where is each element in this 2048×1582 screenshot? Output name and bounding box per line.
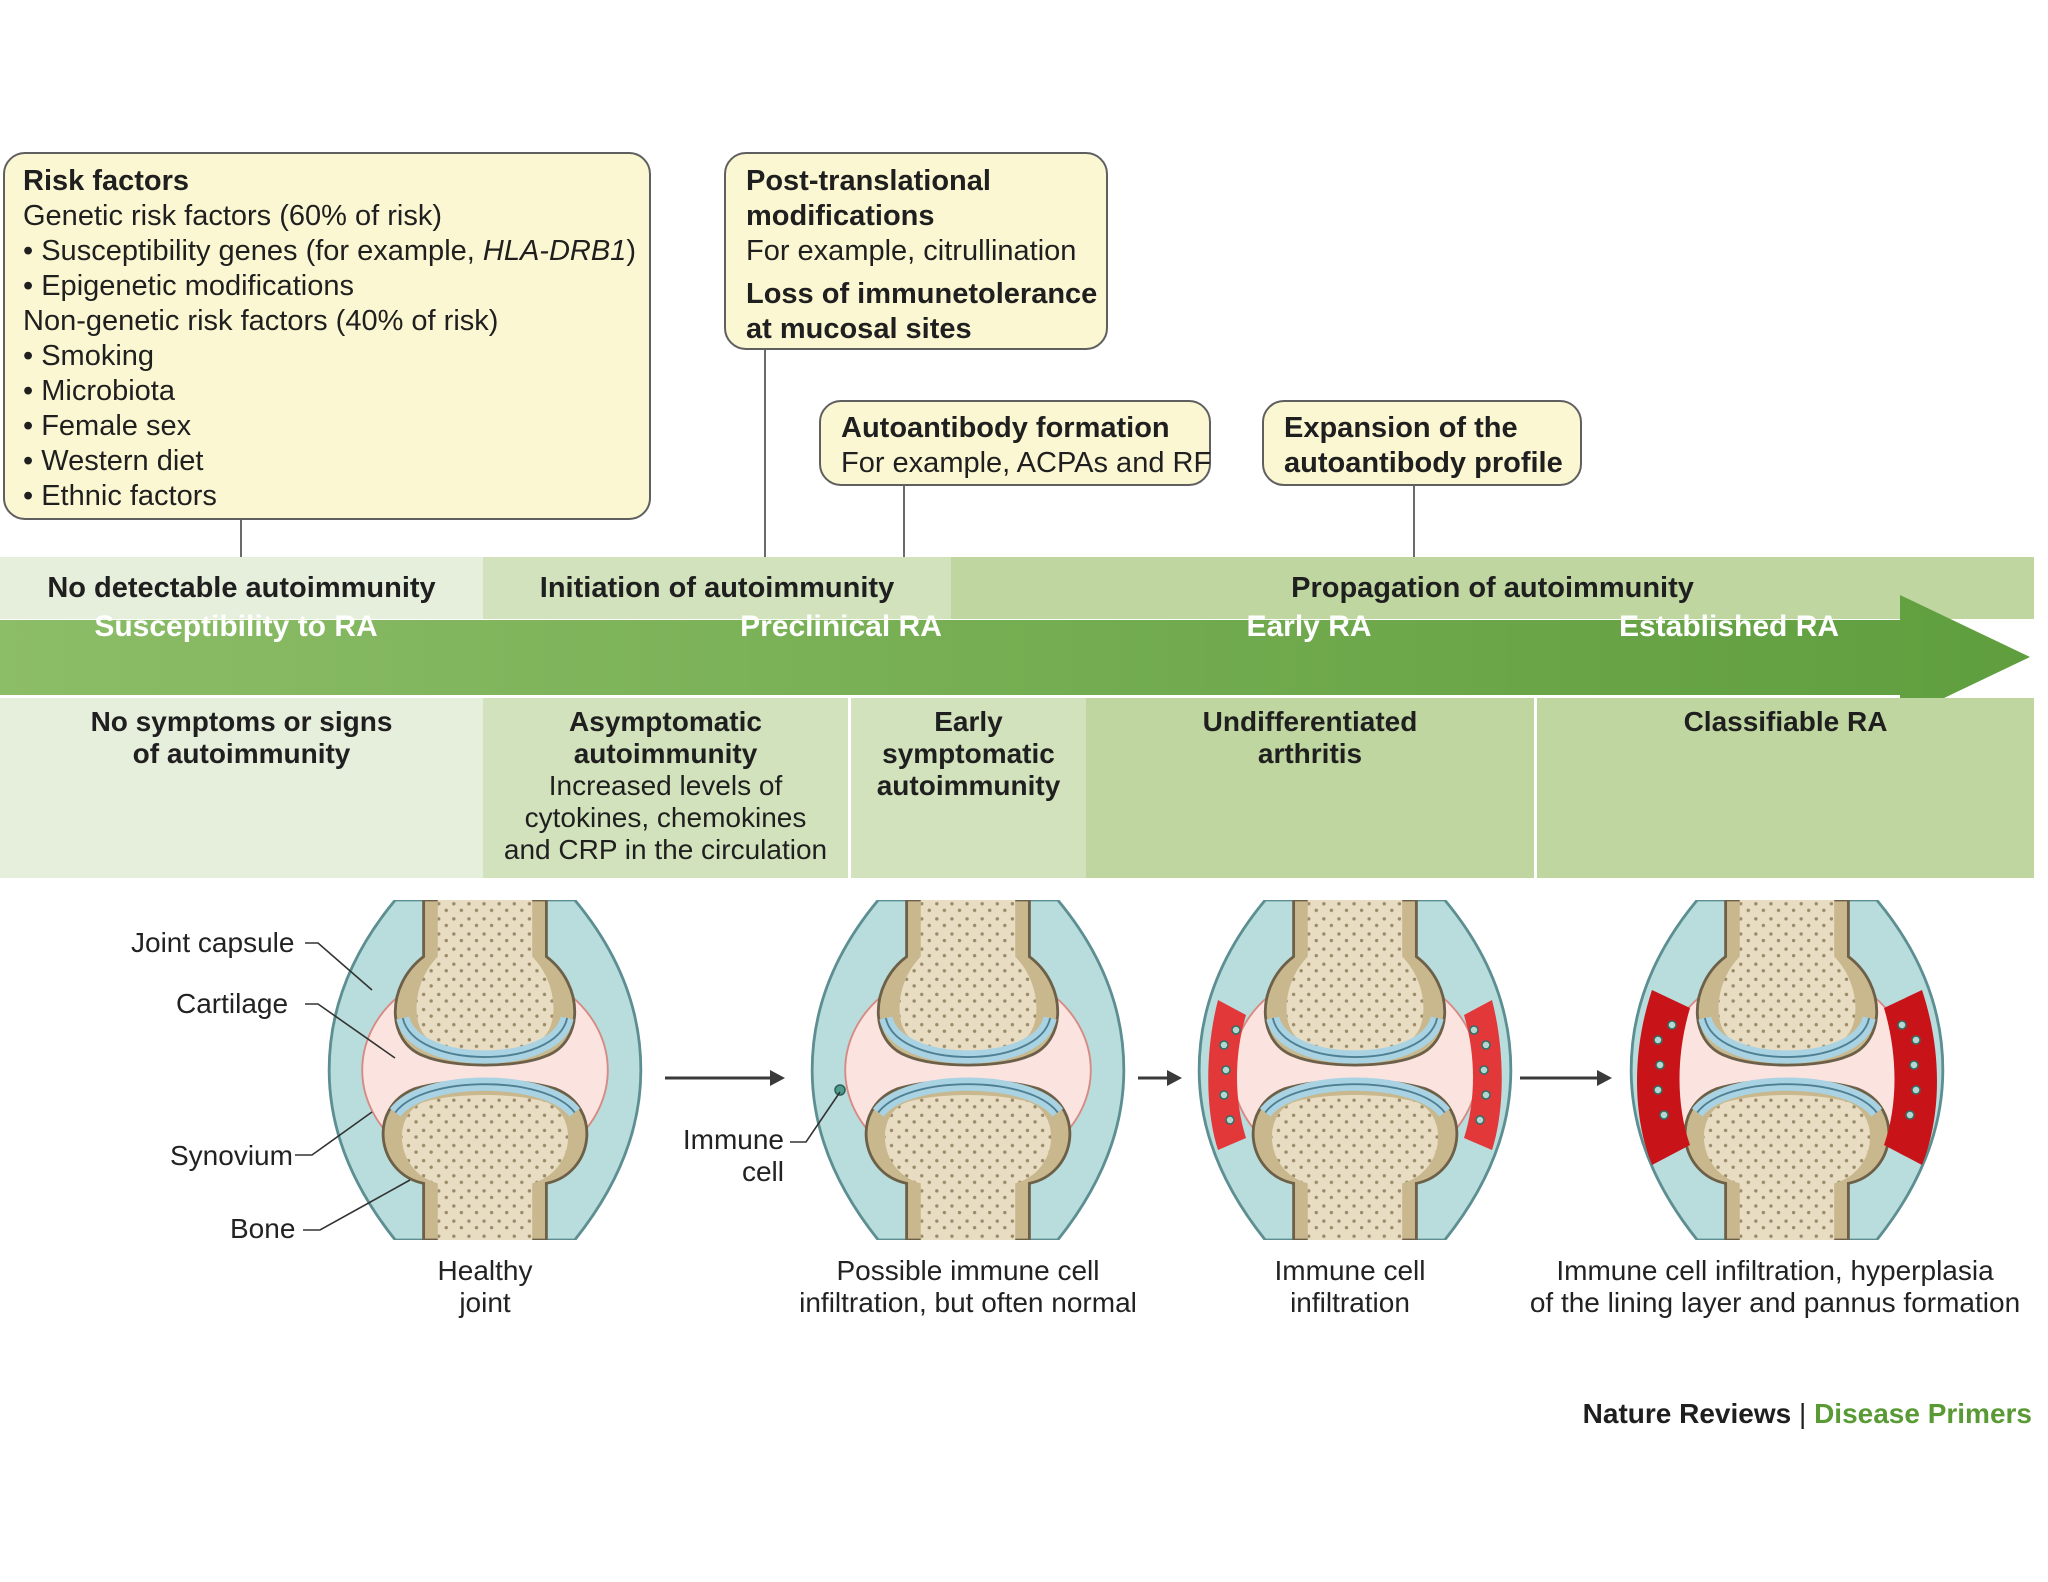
stage-susceptibility: Susceptibility to RA — [94, 610, 378, 643]
progression-arrow-3 — [1520, 1070, 1612, 1086]
caption-healthy-joint: Healthy joint — [437, 1255, 533, 1318]
expansion-box: Expansion of the autoantibody profile — [1262, 400, 1582, 486]
autoantibody-title: Autoantibody formation — [841, 412, 1170, 444]
risk-item: Microbiota — [23, 374, 631, 409]
label-leaders — [295, 942, 841, 1231]
progression-arrow-2 — [1138, 1070, 1182, 1086]
risk-item: Western diet — [23, 444, 631, 479]
genetic-item-epigenetic: Epigenetic modifications — [23, 269, 631, 304]
column-classifiable: Classifiable RA — [1537, 698, 2034, 878]
label-synovium: Synovium — [170, 1140, 293, 1171]
loss-tolerance-2: at mucosal sites — [746, 313, 972, 345]
joint-possible-infiltration — [812, 900, 1124, 1240]
progression-arrow-1 — [665, 1070, 785, 1086]
ptm-title-1: Post-translational — [746, 165, 991, 197]
autoantibody-connector — [903, 486, 905, 557]
stage-arrow — [0, 595, 2030, 719]
credit-separator: | — [1799, 1398, 1807, 1429]
joint-illustrations — [295, 880, 2048, 1260]
caption-pannus-formation: Immune cell infiltration, hyperplasia of… — [1529, 1255, 2021, 1318]
risk-connector — [240, 520, 242, 557]
loss-tolerance-1: Loss of immunetolerance — [746, 278, 1098, 310]
gene-name: HLA-DRB1 — [482, 235, 627, 267]
genetic-item-genes: Susceptibility genes (for example, HLA-D… — [23, 234, 636, 269]
expansion-line-2: autoantibody profile — [1284, 447, 1563, 479]
band-no-autoimmunity: No detectable autoimmunity — [0, 557, 483, 619]
label-joint-capsule: Joint capsule — [131, 927, 295, 958]
risk-factors-box: Risk factors Genetic risk factors (60% o… — [3, 152, 651, 520]
risk-factors-title: Risk factors — [23, 165, 190, 197]
risk-item: Female sex — [23, 409, 631, 444]
stage-early: Early RA — [1246, 610, 1372, 643]
caption-possible-infiltration: Possible immune cell infiltration, but o… — [799, 1255, 1137, 1318]
stage-established: Established RA — [1618, 610, 1840, 643]
expansion-line-1: Expansion of the — [1284, 412, 1518, 444]
column-asymptomatic: Asymptomatic autoimmunity Increased leve… — [483, 698, 848, 878]
expansion-connector — [1413, 486, 1415, 557]
autoantibody-formation-box: Autoantibody formation For example, ACPA… — [819, 400, 1211, 486]
label-cartilage: Cartilage — [176, 988, 289, 1019]
band-initiation: Initiation of autoimmunity — [483, 557, 951, 619]
band-propagation: Propagation of autoimmunity — [951, 557, 2034, 619]
column-undifferentiated: Undifferentiated arthritis — [1086, 698, 1534, 878]
joint-pannus-formation — [1631, 900, 1943, 1240]
ptm-title-2: modifications — [746, 200, 935, 232]
autoantibody-example: For example, ACPAs and RF — [841, 447, 1212, 479]
label-bone: Bone — [230, 1213, 296, 1244]
ptm-connector — [764, 350, 766, 557]
risk-item: Smoking — [23, 339, 631, 374]
risk-item: Ethnic factors — [23, 479, 631, 514]
caption-immune-infiltration: Immune cell infiltration — [1274, 1255, 1426, 1318]
stage-preclinical: Preclinical RA — [740, 610, 942, 643]
journal-section: Disease Primers — [1814, 1398, 2032, 1429]
journal-name: Nature Reviews — [1582, 1398, 1792, 1429]
journal-credit: Nature Reviews | Disease Primers — [1583, 1398, 2032, 1430]
healthy-joint — [329, 900, 641, 1240]
joint-immune-infiltration — [1199, 900, 1511, 1240]
label-immune-cell: Immune cell — [682, 1124, 784, 1187]
column-no-symptoms: No symptoms or signs of autoimmunity — [0, 698, 483, 878]
genetic-risk-heading: Genetic risk factors (60% of risk) — [23, 200, 442, 232]
post-translational-box: Post-translational modifications For exa… — [724, 152, 1108, 350]
immune-cell-dot — [834, 1084, 846, 1096]
ptm-example: For example, citrullination — [746, 235, 1077, 267]
nongenetic-risk-heading: Non-genetic risk factors (40% of risk) — [23, 305, 499, 337]
column-early-symptomatic: Early symptomatic autoimmunity — [851, 698, 1086, 878]
